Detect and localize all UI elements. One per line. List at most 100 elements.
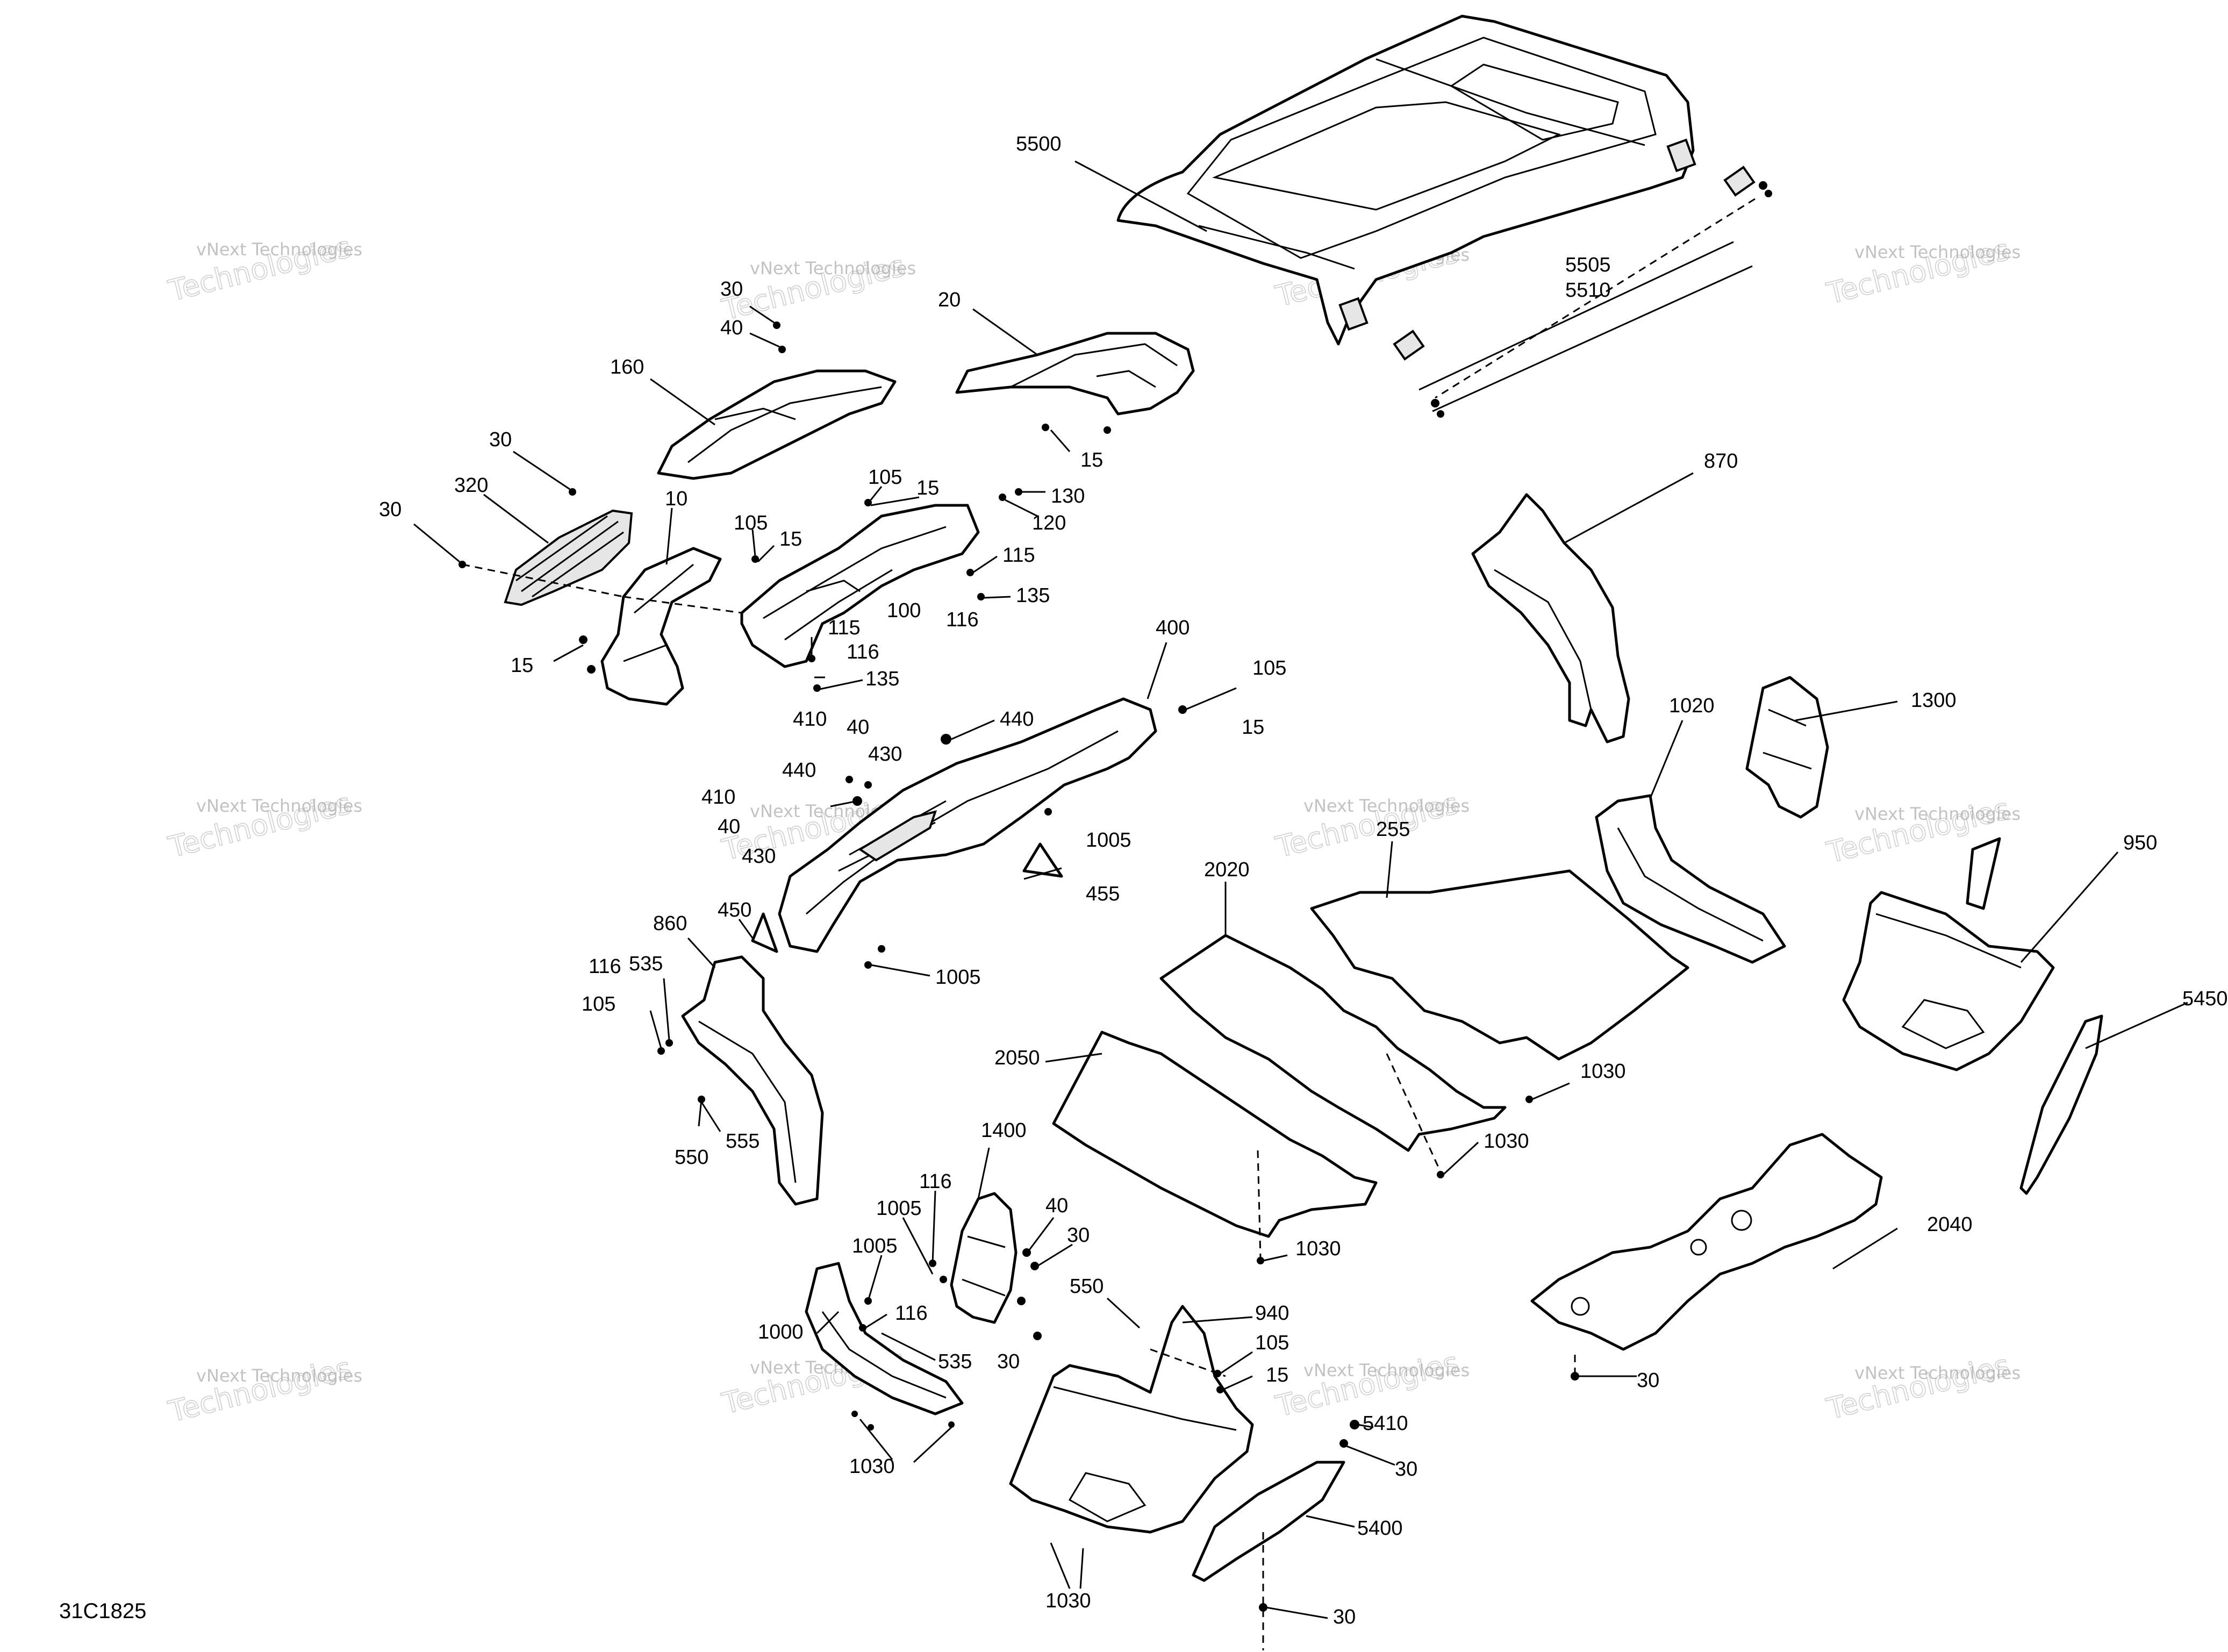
part-floor-rail-1020 xyxy=(1595,794,1786,964)
callout-115: 115 xyxy=(828,617,861,639)
callout-2040: 2040 xyxy=(1927,1213,1973,1236)
callout-15: 15 xyxy=(511,654,533,677)
watermark-text: vNext Technologies xyxy=(196,239,362,260)
part-panel-1400 xyxy=(950,1192,1018,1324)
callout-30: 30 xyxy=(379,498,402,521)
callout-440: 440 xyxy=(1000,708,1034,731)
callout-15: 15 xyxy=(1266,1364,1288,1386)
callout-1030: 1030 xyxy=(1580,1060,1626,1083)
callout-5505: 5505 xyxy=(1565,254,1611,276)
callout-135: 135 xyxy=(1016,584,1050,607)
callout-30: 30 xyxy=(1637,1369,1659,1392)
watermark-text: vNext Technologies xyxy=(750,258,916,278)
watermark-text: Technologies xyxy=(1823,1348,2013,1426)
callout-400: 400 xyxy=(1156,617,1190,639)
callout-135: 135 xyxy=(865,668,899,690)
part-floor-plate-255 xyxy=(1310,869,1689,1061)
callout-15: 15 xyxy=(916,477,939,499)
callout-20: 20 xyxy=(938,289,961,311)
callout-40: 40 xyxy=(718,816,740,838)
callout-160: 160 xyxy=(610,356,644,378)
callout-860: 860 xyxy=(653,912,687,935)
watermark-text: vNext Technologies xyxy=(196,1365,362,1386)
callout-105: 105 xyxy=(1252,657,1286,680)
callout-40: 40 xyxy=(1045,1195,1068,1217)
part-floor-mat-2050 xyxy=(1052,1031,1378,1238)
part-side-panel-10 xyxy=(600,547,722,706)
callout-10: 10 xyxy=(665,488,687,510)
part-lower-dash xyxy=(778,697,1157,953)
callout-30: 30 xyxy=(1067,1224,1090,1247)
watermark-12: vNext Technologies Technologies xyxy=(1823,1348,2021,1427)
watermark-text: vNext Technologies xyxy=(196,796,362,816)
part-floor-mat-2020 xyxy=(1159,934,1507,1152)
callout-116: 116 xyxy=(919,1170,952,1193)
part-strip-5400 xyxy=(1192,1461,1345,1582)
callout-5500: 5500 xyxy=(1016,133,1062,155)
callout-870: 870 xyxy=(1704,450,1738,473)
watermark-9: vNext Technologies Technologies xyxy=(164,1350,362,1429)
callout-1030: 1030 xyxy=(1484,1130,1529,1153)
part-skid-plate-2040 xyxy=(1530,1133,1883,1351)
callout-1030: 1030 xyxy=(1045,1590,1091,1612)
callout-105: 105 xyxy=(1255,1332,1289,1354)
callout-1005: 1005 xyxy=(876,1197,922,1220)
watermark-5: vNext Technologies Technologies xyxy=(164,786,362,865)
callout-1020: 1020 xyxy=(1669,695,1715,717)
diagram-code: 31C1825 xyxy=(59,1599,146,1623)
callout-130: 130 xyxy=(1051,485,1085,507)
callout-2050: 2050 xyxy=(994,1047,1040,1069)
watermark-1: vNext Technologies Technologies xyxy=(164,230,362,309)
callout-1030: 1030 xyxy=(1295,1238,1341,1260)
part-dashboard xyxy=(740,504,980,668)
callout-5450: 5450 xyxy=(2182,988,2228,1010)
assembly-dash-lines xyxy=(462,198,1756,1650)
part-bracket-1300 xyxy=(1745,676,1829,819)
callout-1005: 1005 xyxy=(852,1235,898,1257)
parts xyxy=(504,15,2103,1582)
part-latch-left xyxy=(1393,330,1444,418)
part-small-panel-450 xyxy=(751,912,778,953)
callout-950: 950 xyxy=(2123,832,2157,854)
callout-116: 116 xyxy=(895,1302,928,1325)
callout-5400: 5400 xyxy=(1357,1517,1403,1540)
part-grille xyxy=(504,509,633,606)
callout-15: 15 xyxy=(779,528,802,550)
part-strip-5450 xyxy=(2019,1014,2103,1195)
callout-15: 15 xyxy=(1080,449,1103,471)
callout-116: 116 xyxy=(589,955,621,978)
callout-120: 120 xyxy=(1032,512,1066,534)
callout-255: 255 xyxy=(1376,818,1410,841)
callout-105: 105 xyxy=(868,466,902,489)
part-latch-right xyxy=(1723,166,1772,197)
callout-555: 555 xyxy=(726,1130,760,1153)
fasteners xyxy=(459,321,1579,1612)
callout-410: 410 xyxy=(793,708,827,731)
part-pillar-right xyxy=(1471,493,1630,743)
callout-535: 535 xyxy=(938,1350,972,1373)
callout-5510: 5510 xyxy=(1565,279,1611,302)
part-gauge-hood xyxy=(657,369,897,480)
watermark-4: vNext Technologies Technologies xyxy=(1823,232,2021,311)
callout-430: 430 xyxy=(868,743,902,766)
watermark-text: vNext Technologies xyxy=(1303,1360,1470,1381)
callout-1000: 1000 xyxy=(758,1321,804,1343)
callout-100: 100 xyxy=(887,599,921,622)
callout-115: 115 xyxy=(1002,544,1035,567)
callout-550: 550 xyxy=(675,1146,708,1169)
callout-1030: 1030 xyxy=(849,1455,895,1478)
callout-30: 30 xyxy=(1333,1606,1356,1628)
callout-1400: 1400 xyxy=(981,1119,1027,1142)
watermark-text: Technologies xyxy=(165,1351,355,1429)
part-floor-panel-940 xyxy=(1009,1305,1254,1534)
watermark-text: vNext Technologies xyxy=(1303,796,1470,816)
callout-320: 320 xyxy=(454,474,488,497)
callout-535: 535 xyxy=(629,953,663,975)
callout-30: 30 xyxy=(720,278,743,301)
callout-1005: 1005 xyxy=(935,966,981,989)
callout-1005: 1005 xyxy=(1086,829,1131,852)
callout-550: 550 xyxy=(1070,1275,1104,1298)
callout-116: 116 xyxy=(946,609,979,631)
callout-30: 30 xyxy=(1395,1458,1417,1481)
